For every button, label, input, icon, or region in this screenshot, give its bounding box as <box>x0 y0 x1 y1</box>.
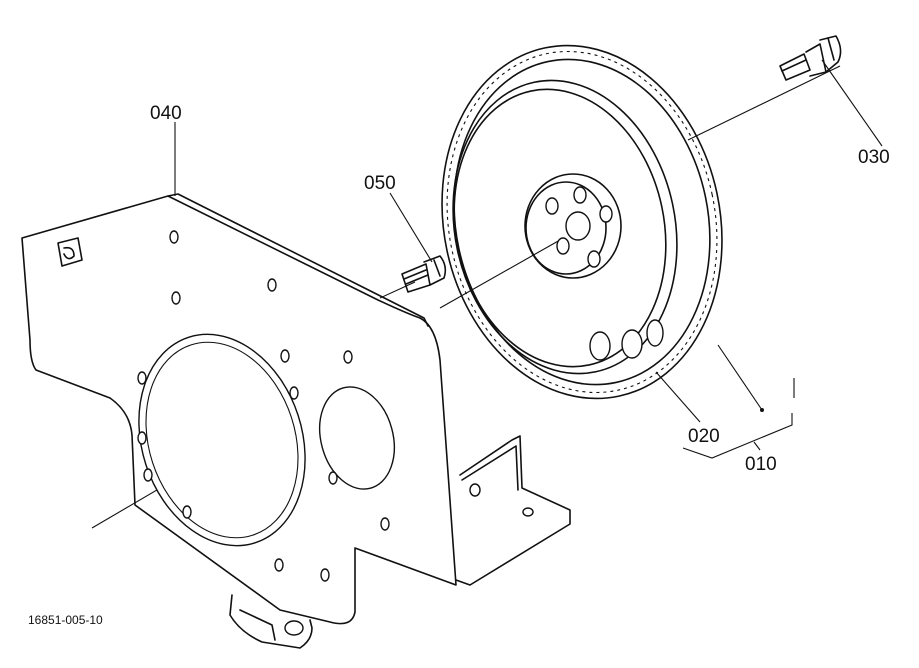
figure-code: 16851-005-10 <box>28 613 103 627</box>
bolt-050 <box>401 255 447 293</box>
flywheel-020 <box>441 44 723 400</box>
mounting-plate <box>21 193 571 649</box>
part-label-040: 040 <box>150 103 182 124</box>
part-label-030: 030 <box>858 147 890 168</box>
part-label-010: 010 <box>745 454 777 475</box>
part-label-020: 020 <box>688 426 720 447</box>
bolt-030 <box>779 35 842 81</box>
part-label-050: 050 <box>364 173 396 194</box>
leader-lines <box>174 59 883 459</box>
